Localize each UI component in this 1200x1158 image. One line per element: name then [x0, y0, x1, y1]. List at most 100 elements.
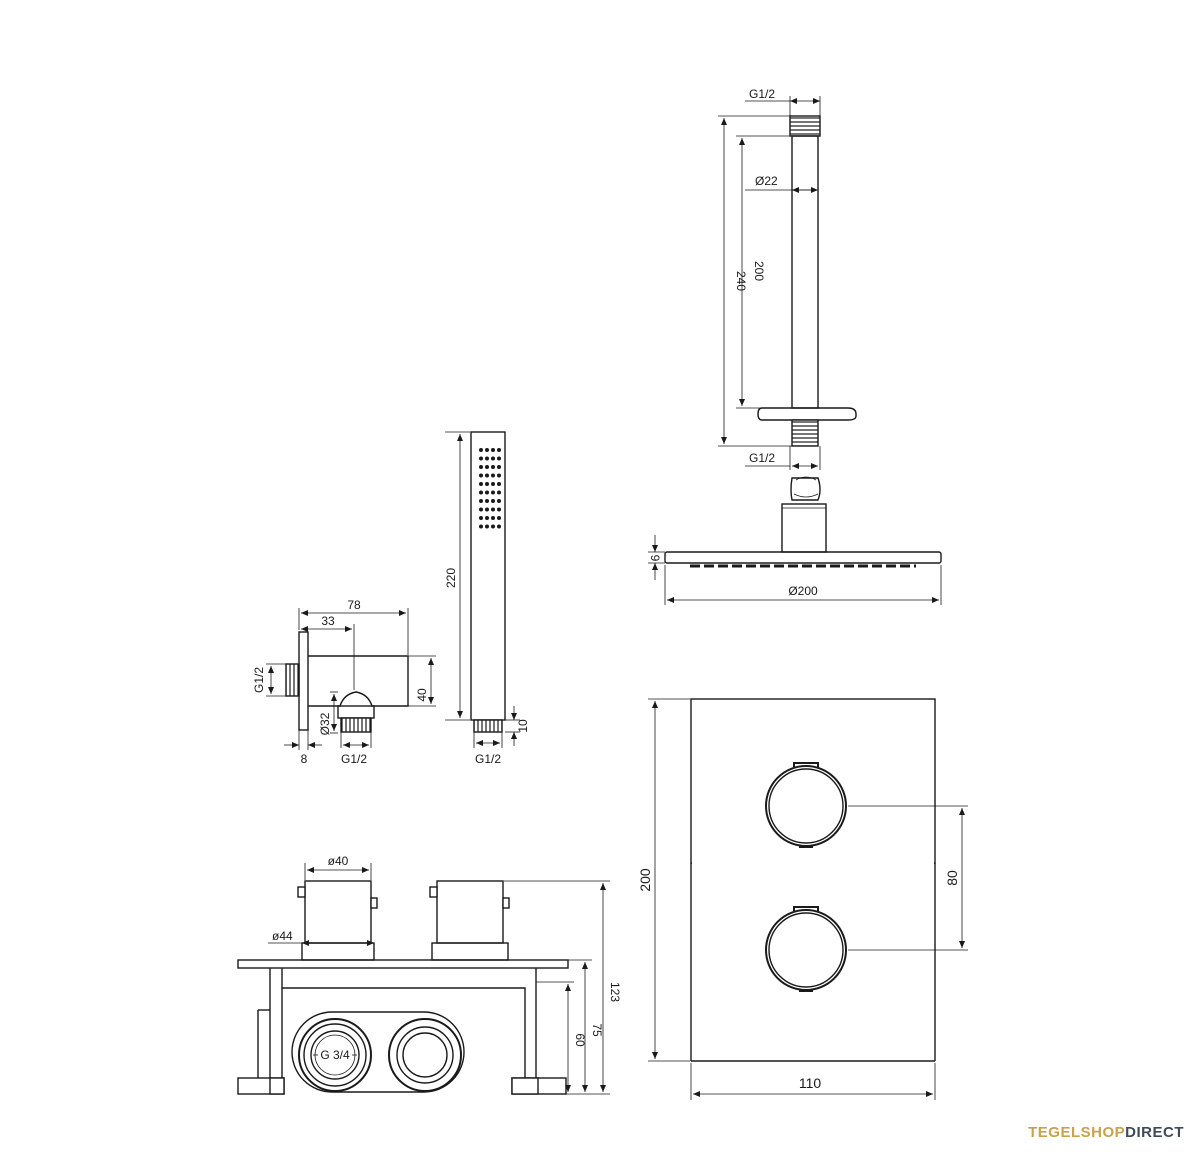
spray-hole: [479, 516, 483, 520]
hand-shower-length-label: 220: [444, 568, 458, 588]
front-plate-width-label: 110: [799, 1075, 822, 1091]
wall-outlet-collar: [337, 705, 375, 719]
spray-hole: [491, 507, 495, 512]
spray-hole: [485, 499, 489, 503]
thermostat-left-knob-base: [301, 942, 375, 961]
ceiling-arm-flange: [757, 407, 857, 421]
spray-hole: [485, 507, 489, 512]
spray-hole: [491, 524, 495, 529]
spray-hole: [491, 499, 495, 503]
ceiling-arm-view: G1/2 Ø22 240 200 G1/2: [718, 87, 857, 470]
hand-shower-end-length-label: 10: [516, 719, 530, 733]
ceiling-arm-tube: [791, 135, 819, 409]
hand-shower-thread: [473, 719, 503, 733]
hand-shower-view: 220 10 G1/2: [444, 431, 530, 766]
spray-hole: [485, 482, 489, 486]
shower-head-ball-joint: [790, 477, 821, 501]
spray-hole: [485, 524, 489, 529]
front-plate-upper-knob: [765, 762, 847, 848]
ceiling-arm-top-thread: [789, 115, 821, 137]
spray-hole: [485, 448, 489, 452]
ceiling-arm-diameter-label: Ø22: [755, 174, 778, 188]
spray-hole: [497, 448, 501, 452]
spray-hole: [497, 465, 501, 469]
hand-shower-thread-label: G1/2: [475, 752, 501, 766]
spray-hole: [479, 473, 483, 478]
wall-outlet-bottom-thread: [340, 717, 372, 733]
spray-hole: [479, 499, 483, 503]
wall-outlet-bottom-thread-label: G1/2: [341, 752, 367, 766]
thermostat-inlet-thread-label: G 3/4: [320, 1048, 350, 1062]
spray-hole: [491, 482, 495, 486]
thermostat-depth-total-label: 123: [608, 982, 622, 1002]
wall-outlet-back-thread: [285, 663, 300, 697]
front-plate-knob-spacing-label: 80: [944, 870, 960, 886]
spray-hole: [479, 465, 483, 469]
shower-head-diameter-label: Ø200: [788, 584, 818, 598]
ceiling-arm-length-total-label: 240: [734, 271, 748, 291]
thermostat-base-diameter-label: ø44: [272, 929, 293, 943]
spray-hole: [485, 490, 489, 495]
spray-hole: [485, 456, 489, 461]
shower-head-thickness-label: 9: [648, 555, 662, 562]
shower-head-view: 9 Ø200: [648, 476, 942, 605]
wall-outlet-back-thread-label: G1/2: [252, 667, 266, 693]
wall-outlet-height-label: 40: [415, 688, 429, 702]
wall-outlet-offset-label: 33: [321, 614, 335, 628]
thermostat-left-knob: [304, 880, 372, 944]
brand-logo-part1: TEGELSHOP: [1028, 1124, 1126, 1141]
spray-hole: [491, 465, 495, 469]
spray-hole: [479, 524, 483, 529]
spray-hole: [479, 507, 483, 512]
front-plate-height-label: 200: [637, 868, 653, 892]
spray-hole: [485, 465, 489, 469]
thermostat-right-knob-base: [431, 942, 509, 961]
front-plate: [690, 698, 936, 864]
spray-hole: [497, 482, 501, 486]
spray-hole: [491, 516, 495, 520]
front-plate-lower-knob: [765, 906, 847, 992]
brand-logo-part2: DIRECT: [1125, 1124, 1184, 1141]
spray-hole: [497, 524, 501, 529]
shower-head-connector: [781, 503, 827, 553]
spray-hole: [491, 456, 495, 461]
wall-outlet-flange: [298, 631, 309, 731]
spray-hole: [497, 499, 501, 503]
thermostat-depth-box-label: 60: [573, 1033, 587, 1047]
thermostat-left-inlet: [298, 1018, 372, 1092]
spray-hole: [497, 456, 501, 461]
thermostat-knob-diameter-label: ø40: [328, 854, 349, 868]
wall-outlet-body: [308, 655, 409, 707]
ceiling-arm-bottom-thread: [791, 419, 819, 447]
spray-hole: [485, 473, 489, 478]
spray-hole: [491, 473, 495, 478]
spray-hole: [479, 490, 483, 495]
spray-hole: [497, 473, 501, 478]
spray-hole: [497, 516, 501, 520]
wall-outlet-view: 78 33 40 G1/2 Ø32 8 G1/2: [252, 598, 436, 766]
thermostat-plate: [237, 959, 569, 969]
hand-shower-spray-holes: [479, 448, 501, 529]
thermostat-box: [269, 968, 537, 1078]
spray-hole: [485, 516, 489, 520]
ceiling-arm-bottom-thread-label: G1/2: [749, 451, 775, 465]
spray-hole: [497, 507, 501, 512]
spray-hole: [491, 490, 495, 495]
thermostat-right-inlet: [388, 1018, 462, 1092]
wall-outlet-width-label: 78: [347, 598, 361, 612]
brand-logo: TEGELSHOPDIRECT: [1028, 1124, 1184, 1141]
spray-hole: [479, 456, 483, 461]
thermostat-body-view: ø40 ø44 G 3/4 123: [237, 854, 622, 1095]
wall-outlet-diameter-label: Ø32: [318, 712, 332, 735]
spray-hole: [479, 482, 483, 486]
ceiling-arm-top-thread-label: G1/2: [749, 87, 775, 101]
thermostat-depth-mid-label: 75: [590, 1023, 604, 1037]
thermostat-right-knob: [436, 880, 504, 944]
spray-hole: [479, 448, 483, 452]
spray-hole: [497, 490, 501, 495]
front-plate-view: 80 200 110: [637, 698, 968, 1100]
spray-hole: [491, 448, 495, 452]
shower-head-plate: [664, 551, 942, 564]
wall-outlet-flange-label: 8: [301, 752, 308, 766]
